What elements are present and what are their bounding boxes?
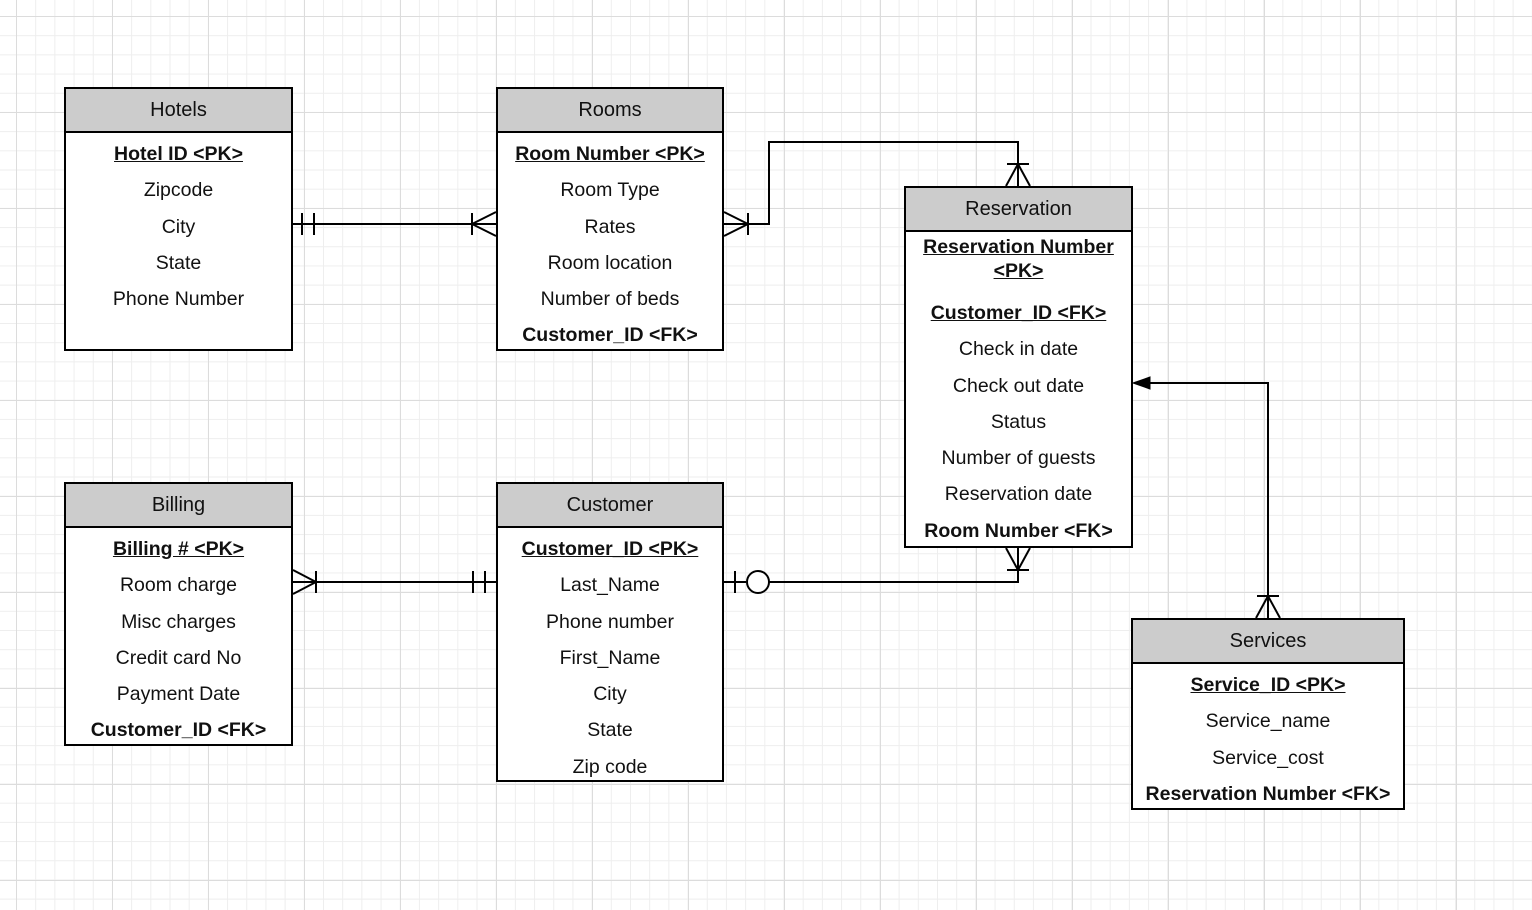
crowfoot-marker — [723, 223, 749, 237]
attr-room-number-fk: Room Number <FK> — [924, 519, 1113, 542]
attr-customer-id: Customer_ID <PK> — [521, 538, 699, 560]
attr-number-of-beds: Number of beds — [540, 288, 680, 311]
attr-city: City — [161, 215, 196, 238]
attr-number-of-guests: Number of guests — [941, 447, 1096, 470]
entity-billing[interactable]: Billing Billing # <PK> Room charge Misc … — [64, 482, 293, 746]
connector-customer-reservation[interactable] — [724, 547, 1031, 594]
entity-customer[interactable]: Customer Customer_ID <PK> Last_Name Phon… — [496, 482, 724, 782]
arrow-marker — [1131, 376, 1151, 390]
crowfoot-marker — [723, 211, 749, 225]
attr-state: State — [587, 719, 633, 742]
attr-room-type: Room Type — [560, 179, 660, 202]
entity-rooms[interactable]: Rooms Room Number <PK> Room Type Rates R… — [496, 87, 724, 351]
attr-hotel-id: Hotel ID <PK> — [114, 143, 243, 165]
crowfoot-marker — [1005, 163, 1019, 187]
entity-title: Billing — [66, 484, 291, 528]
attr-reservation-number-fk: Reservation Number <FK> — [1145, 782, 1391, 805]
crowfoot-marker — [1017, 163, 1031, 187]
attr-check-out-date: Check out date — [952, 374, 1085, 397]
attr-payment-date: Payment Date — [116, 683, 241, 706]
attr-misc-charges: Misc charges — [121, 610, 236, 633]
connector-billing-customer[interactable] — [292, 569, 496, 595]
entity-hotels[interactable]: Hotels Hotel ID <PK> Zipcode City State … — [64, 87, 293, 351]
attr-zip-code: Zip code — [572, 755, 648, 778]
attr-customer-id-fk: Customer_ID <FK> — [930, 302, 1107, 324]
entity-title: Rooms — [498, 89, 722, 133]
entity-services[interactable]: Services Service_ID <PK> Service_name Se… — [1131, 618, 1405, 810]
attr-billing-number: Billing # <PK> — [112, 538, 245, 560]
entity-title: Services — [1133, 620, 1403, 664]
attr-customer-id-fk: Customer_ID <FK> — [522, 324, 698, 347]
entity-title: Customer — [498, 484, 722, 528]
connector-hotels-rooms[interactable] — [293, 211, 497, 237]
attr-rates: Rates — [584, 215, 636, 238]
crowfoot-marker — [471, 211, 497, 225]
attr-first-name: First_Name — [559, 646, 661, 669]
crowfoot-marker — [292, 581, 317, 595]
attr-phone-number: Phone number — [546, 610, 674, 633]
crowfoot-marker — [1005, 547, 1019, 571]
attr-phone-number: Phone Number — [112, 288, 245, 311]
attr-last-name: Last_Name — [560, 574, 660, 597]
attr-zipcode: Zipcode — [143, 179, 214, 202]
attr-service-name: Service_name — [1205, 710, 1331, 733]
attr-customer-id-fk: Customer_ID <FK> — [90, 719, 267, 742]
crowfoot-marker — [292, 569, 317, 583]
connector-services-reservation[interactable] — [1131, 376, 1281, 619]
crowfoot-marker — [1267, 595, 1281, 619]
attr-status: Status — [990, 410, 1047, 433]
crowfoot-marker — [1017, 547, 1031, 571]
attr-check-in-date: Check in date — [958, 338, 1079, 361]
attr-room-location: Room location — [547, 251, 673, 274]
crowfoot-marker — [471, 223, 497, 237]
attr-reservation-number: Reservation Number <PK> — [923, 236, 1114, 282]
entity-title: Hotels — [66, 89, 291, 133]
entity-title: Reservation — [906, 188, 1131, 232]
attr-city: City — [593, 683, 627, 706]
attr-room-charge: Room charge — [119, 574, 238, 597]
attr-service-cost: Service_cost — [1212, 746, 1324, 769]
attr-reservation-date: Reservation date — [944, 483, 1093, 506]
attr-service-id: Service_ID <PK> — [1190, 674, 1346, 696]
entity-reservation[interactable]: Reservation Reservation Number <PK> Cust… — [904, 186, 1133, 548]
attr-room-number: Room Number <PK> — [515, 143, 705, 165]
crowfoot-marker — [1255, 595, 1269, 619]
zero-circle-marker — [746, 570, 770, 594]
attr-credit-card-no: Credit card No — [115, 646, 242, 669]
attr-state: State — [155, 251, 202, 274]
